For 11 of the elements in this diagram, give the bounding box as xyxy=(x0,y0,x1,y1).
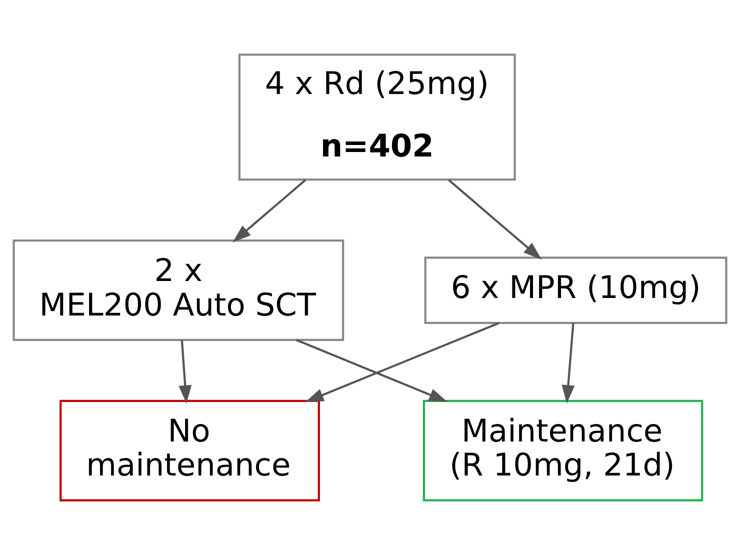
node-box: 2 x MEL200 Auto SCT xyxy=(12,239,344,340)
arrow xyxy=(296,338,448,402)
arrow xyxy=(232,178,306,242)
node-box: Maintenance (R 10mg, 21d) xyxy=(422,399,704,501)
arrow xyxy=(562,322,575,404)
arrow xyxy=(448,178,542,260)
arrow xyxy=(178,340,192,404)
arrow xyxy=(305,322,500,402)
node-box: 6 x MPR (10mg) xyxy=(424,256,728,324)
node-box: 4 x Rd (25mg) n=402 xyxy=(238,53,516,180)
node-box: No maintenance xyxy=(60,399,320,501)
